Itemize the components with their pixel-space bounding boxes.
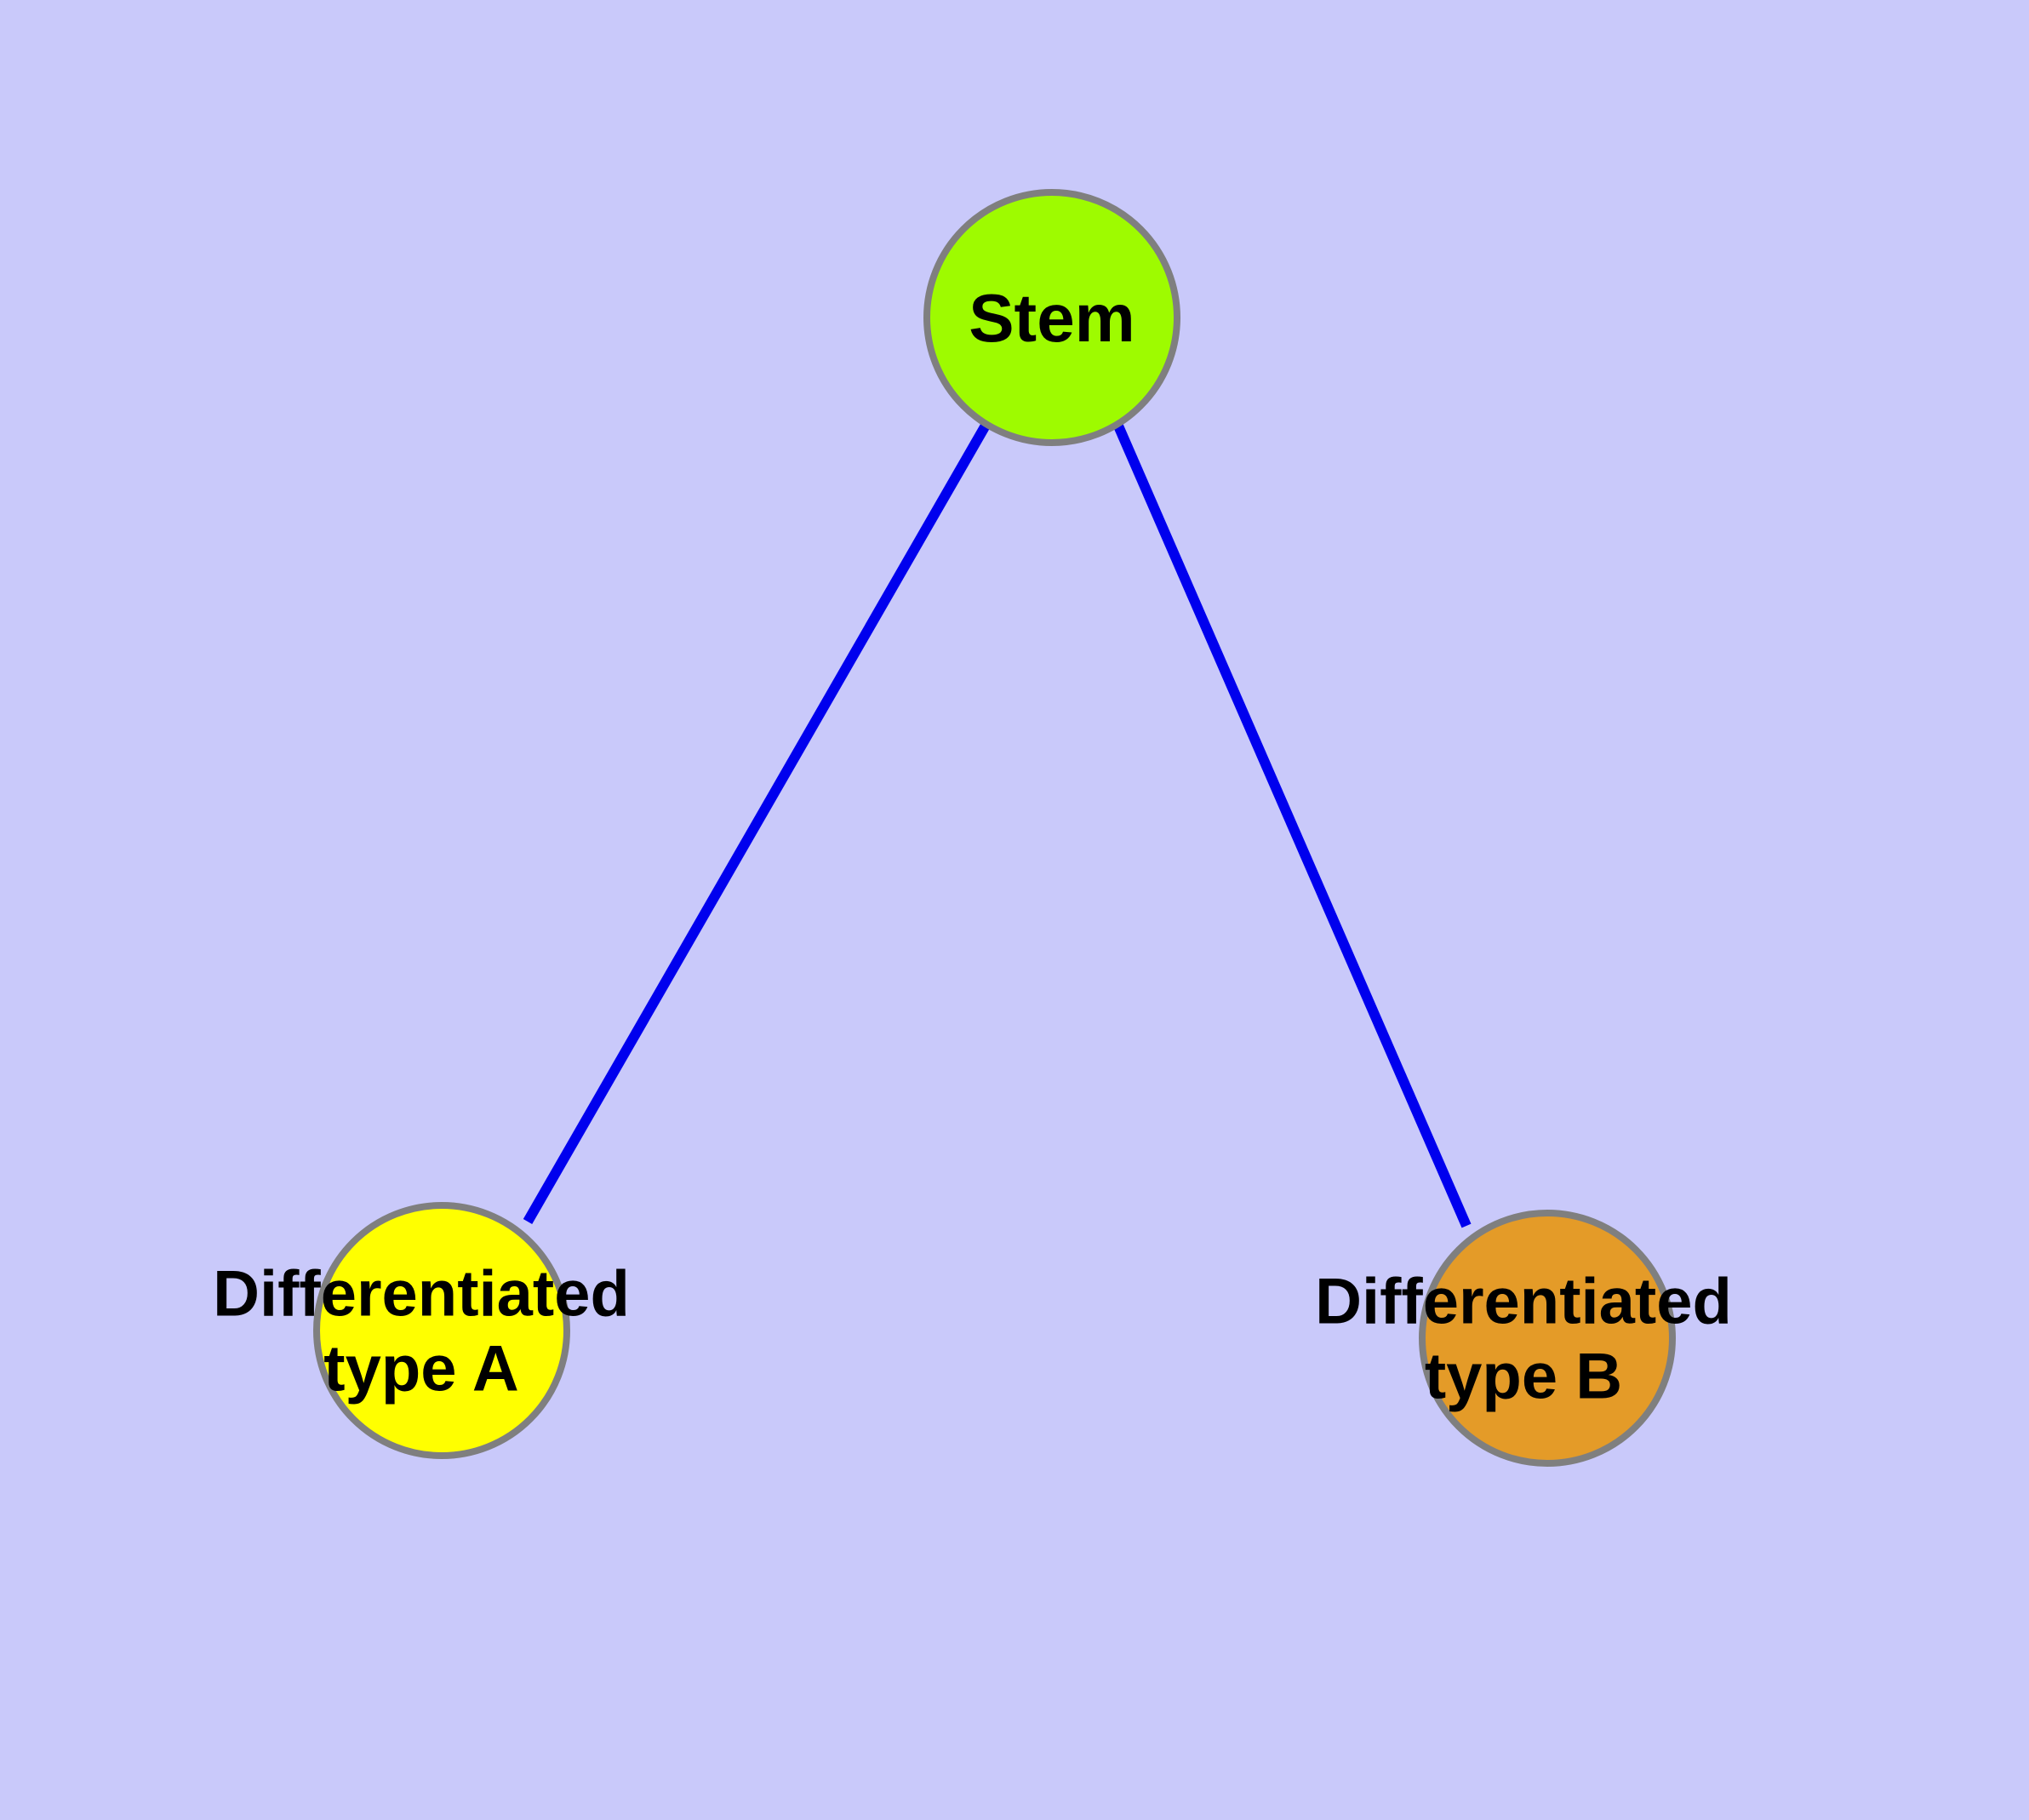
node-differentiated-type-a[interactable] (313, 1202, 570, 1459)
nodes-group (313, 189, 1676, 1467)
edges-group (523, 421, 1472, 1228)
edge-stem-to-differentiated-type-a[interactable] (523, 421, 992, 1224)
node-stem[interactable] (923, 189, 1180, 446)
node-stem-circle[interactable] (923, 189, 1180, 446)
node-differentiated-type-b-circle[interactable] (1419, 1210, 1676, 1467)
node-differentiated-type-a-circle[interactable] (313, 1202, 570, 1459)
node-differentiated-type-b[interactable] (1419, 1210, 1676, 1467)
node-label-stem: Stem (969, 280, 1135, 356)
edge-stem-to-differentiated-type-b[interactable] (1112, 421, 1472, 1228)
